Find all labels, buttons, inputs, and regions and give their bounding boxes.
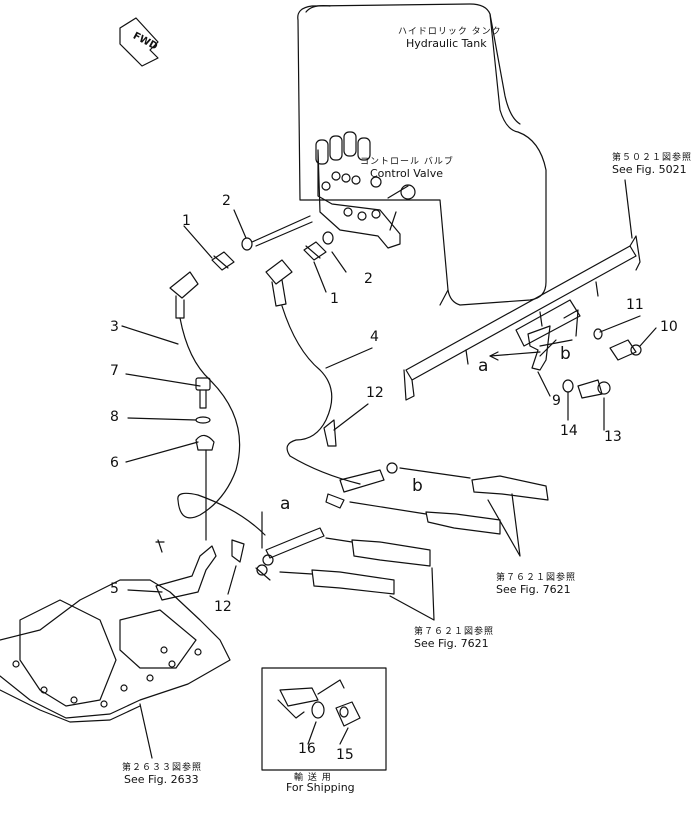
part-number-12-upper: 12: [366, 385, 384, 401]
fig2633-label: See Fig. 2633: [124, 773, 199, 786]
fig7621-lower-label-jp: 第７６２１図参照: [414, 627, 495, 637]
part-number-2-left: 2: [222, 193, 231, 209]
control-valve-label-jp: コントロール バルブ: [360, 157, 454, 167]
fig7621-lower-label: See Fig. 7621: [414, 637, 489, 650]
part-number-1-right: 1: [330, 291, 339, 307]
washer-8: [195, 416, 211, 424]
part-number-8: 8: [110, 409, 119, 425]
hydraulic-tank: [297, 3, 547, 306]
o-ring-2-left: [241, 237, 253, 251]
ref-letter-b-bar: b: [560, 344, 571, 364]
bolt-7: [195, 377, 211, 409]
bracket-12-upper: [323, 419, 337, 447]
support-bar: [403, 235, 641, 401]
hoses-to-fig7621-upper: [349, 467, 549, 535]
part-number-2-right: 2: [364, 271, 373, 287]
bolt-10: [609, 339, 642, 361]
fitting-1-left: [211, 251, 235, 271]
part-number-11: 11: [626, 297, 644, 313]
hydraulic-tank-label-jp: ハイドロリック タンク: [398, 27, 502, 37]
control-valve: [315, 131, 416, 249]
hose-4: [265, 259, 361, 485]
fig7621-upper-label-jp: 第７６２１図参照: [496, 573, 577, 583]
part-number-16: 16: [298, 741, 316, 757]
part-number-15: 15: [336, 747, 354, 763]
bracket-9: [527, 309, 579, 371]
fig7621-upper-label: See Fig. 7621: [496, 583, 571, 596]
leader-fig7621-lower: [389, 567, 435, 621]
part-number-9: 9: [552, 393, 561, 409]
part-number-12-lower: 12: [214, 599, 232, 615]
hydraulic-tank-label: Hydraulic Tank: [406, 37, 487, 50]
leader-fig2633: [139, 703, 153, 759]
clamp-6: [195, 434, 215, 451]
fig5021-label-jp: 第５０２１図参照: [612, 153, 693, 163]
base-frame: [0, 579, 231, 723]
hoses-to-fig7621-lower: [279, 537, 431, 595]
tee-fitting-lower: [255, 527, 325, 581]
part-number-7: 7: [110, 363, 119, 379]
ref-letter-a-lower: a: [280, 494, 291, 514]
ref-letter-a-bar: a: [478, 356, 489, 376]
washer-11: [593, 328, 603, 340]
shipping-label-jp: 輸 送 用: [294, 773, 332, 783]
shipping-inset: [261, 667, 387, 771]
part-number-4: 4: [370, 329, 379, 345]
fig2633-label-jp: 第２６３３図参照: [122, 763, 203, 773]
part-number-1-left: 1: [182, 213, 191, 229]
fitting-1-right: [303, 241, 327, 261]
leader-fig7621-upper: [487, 493, 521, 557]
fwd-arrow-icon: [119, 17, 159, 67]
part-number-10: 10: [660, 319, 678, 335]
bracket-12-left: [231, 539, 245, 563]
part-number-6: 6: [110, 455, 119, 471]
fig5021-label: See Fig. 5021: [612, 163, 687, 176]
bolt-13: [577, 379, 611, 399]
hose-3: [169, 271, 266, 536]
bracket-5: [155, 539, 217, 601]
shipping-label: For Shipping: [286, 781, 355, 794]
ref-letter-b-upper: b: [412, 476, 423, 496]
control-valve-label: Control Valve: [370, 167, 444, 180]
part-number-13: 13: [604, 429, 622, 445]
o-ring-2-right: [322, 231, 334, 245]
leader-fig5021: [624, 179, 633, 239]
part-number-14: 14: [560, 423, 578, 439]
ref-arrow-a: [489, 351, 541, 357]
part-number-5: 5: [110, 581, 119, 597]
pipe-connection-left: [251, 215, 313, 247]
tee-fitting-upper: [325, 462, 398, 509]
washer-14: [562, 379, 574, 393]
part-number-3: 3: [110, 319, 119, 335]
